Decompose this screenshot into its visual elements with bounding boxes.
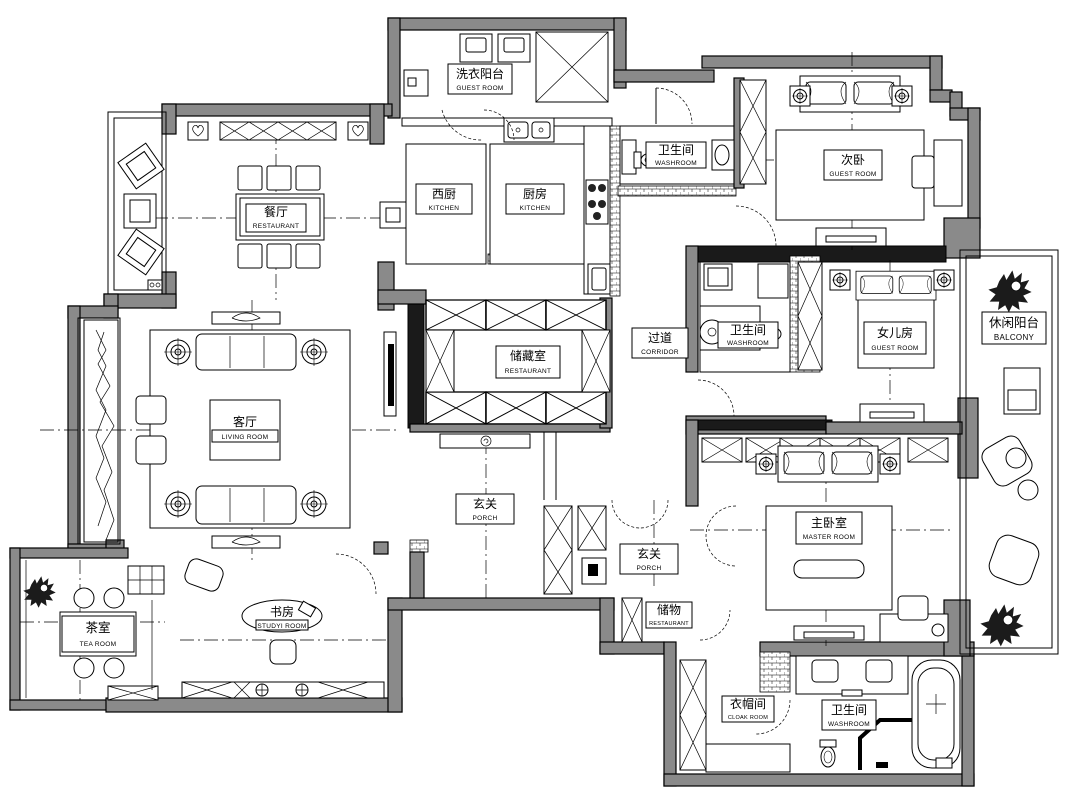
- store-title: 储物: [657, 602, 681, 617]
- wash3-title: 卫生间: [831, 703, 867, 717]
- label-master: 主卧室 MASTER ROOM: [795, 511, 863, 545]
- balcony-title: 休闲阳台: [989, 315, 1039, 330]
- laundry-furniture: [403, 31, 609, 103]
- armchair-icon: [981, 435, 1033, 487]
- balcony-furniture: [980, 264, 1041, 647]
- living-subtitle: LIVING ROOM: [222, 434, 269, 441]
- washroom3-fixtures: [795, 655, 961, 770]
- porch1-subtitle: PORCH: [473, 515, 498, 522]
- study-furniture: [107, 553, 385, 701]
- bedroom2-title: 次卧: [841, 153, 865, 167]
- bedroom2-subtitle: GUEST ROOM: [829, 171, 876, 178]
- porch2-subtitle: PORCH: [637, 565, 662, 572]
- windows: [19, 111, 1059, 700]
- label-storage: 储藏室 RESTAURANT: [495, 345, 561, 379]
- west-kitchen-subtitle: KITCHEN: [429, 205, 460, 212]
- armchair-icon: [988, 534, 1040, 586]
- wash3-subtitle: WASHROOM: [828, 721, 870, 728]
- bathtub-icon: [911, 659, 961, 769]
- label-corridor: 过道 CORRIDOR: [631, 327, 689, 359]
- porch1-furniture: [439, 432, 557, 500]
- laundry-subtitle: GUEST ROOM: [456, 85, 503, 92]
- stove-icon: [585, 179, 609, 225]
- wash1-subtitle: WASHROOM: [655, 160, 697, 167]
- daughter-title: 女儿房: [877, 325, 913, 340]
- label-store: 储物 RESTAURANT: [645, 601, 693, 629]
- kitchen-title: 厨房: [523, 186, 547, 201]
- label-restaurant: 餐厅 RESTAURANT: [245, 203, 307, 233]
- bed-icon: [855, 270, 937, 301]
- toilet-icon: [819, 739, 837, 768]
- plant-icon: [988, 264, 1038, 313]
- balcony-subtitle: BALCONY: [994, 333, 1035, 342]
- storage-subtitle: RESTAURANT: [505, 368, 552, 375]
- tea-title: 茶室: [85, 620, 110, 635]
- plant-icon: [23, 571, 61, 609]
- bed-icon: [799, 75, 901, 113]
- storage-cabinets: [425, 299, 611, 425]
- corridor-subtitle: CORRIDOR: [641, 349, 679, 356]
- laundry-title: 洗衣阳台: [456, 66, 504, 81]
- heart-icon: [192, 124, 204, 137]
- heart-icon: [352, 124, 364, 137]
- porch1-title: 玄关: [473, 496, 497, 511]
- store-furniture: [621, 597, 731, 643]
- armchair-icon: [269, 639, 297, 665]
- plant-icon: [980, 598, 1030, 647]
- restaurant-title: 餐厅: [264, 204, 288, 219]
- label-wash2: 卫生间 WASHROOM: [717, 321, 779, 349]
- study-subtitle: STUDYI ROOM: [257, 623, 306, 630]
- washroom1-fixtures: [619, 87, 735, 185]
- label-kitchen: 厨房 KITCHEN: [505, 183, 565, 215]
- label-cloak: 衣帽间 CLOAK ROOM: [721, 695, 775, 723]
- label-porch1: 玄关 PORCH: [455, 493, 515, 525]
- master-subtitle: MASTER ROOM: [803, 534, 855, 541]
- study-title: 书房: [270, 604, 294, 619]
- sink-icon: [503, 117, 555, 143]
- armchair-icon: [184, 558, 224, 592]
- living-title: 客厅: [233, 414, 257, 429]
- porch2-title: 玄关: [637, 546, 661, 561]
- label-laundry: 洗衣阳台 GUEST ROOM: [447, 63, 513, 95]
- armchair-icon: [117, 228, 165, 276]
- kitchen-subtitle: KITCHEN: [520, 205, 551, 212]
- porch2-furniture: [543, 499, 669, 595]
- label-study: 书房 STUDYI ROOM: [255, 604, 309, 631]
- wash2-title: 卫生间: [730, 323, 766, 337]
- cloak-subtitle: CLOAK ROOM: [728, 715, 768, 721]
- master-title: 主卧室: [811, 515, 847, 530]
- label-wash1: 卫生间 WASHROOM: [645, 141, 707, 169]
- label-wash3: 卫生间 WASHROOM: [821, 699, 877, 731]
- label-porch2: 玄关 PORCH: [619, 543, 679, 575]
- room-labels: 洗衣阳台 GUEST ROOM 卫生间 WASHROOM 次卧 GUEST RO…: [61, 63, 1047, 731]
- armchair-icon: [117, 142, 165, 190]
- cloak-title: 衣帽间: [730, 696, 766, 711]
- label-daughter: 女儿房 GUEST ROOM: [863, 321, 927, 355]
- bedroom2-furniture: [735, 75, 963, 247]
- wash1-title: 卫生间: [658, 143, 694, 157]
- label-tea: 茶室 TEA ROOM: [61, 615, 135, 653]
- exterior-walls: [9, 17, 981, 787]
- corridor-title: 过道: [648, 331, 672, 345]
- master-room-furniture: [701, 437, 949, 643]
- daughter-subtitle: GUEST ROOM: [871, 345, 918, 352]
- bed-icon: [777, 445, 879, 483]
- storage-title: 储藏室: [510, 348, 546, 363]
- dining-furniture: [117, 121, 369, 291]
- wash2-subtitle: WASHROOM: [727, 340, 769, 347]
- store-subtitle: RESTAURANT: [649, 621, 689, 627]
- tea-subtitle: TEA ROOM: [80, 641, 117, 648]
- kitchen-furniture: [379, 109, 613, 295]
- label-bedroom2: 次卧 GUEST ROOM: [823, 149, 883, 181]
- label-west-kitchen: 西厨 KITCHEN: [415, 183, 473, 215]
- restaurant-subtitle: RESTAURANT: [253, 223, 300, 230]
- cloak-room-furniture: [679, 659, 791, 773]
- label-living: 客厅 LIVING ROOM: [209, 399, 281, 461]
- west-kitchen-title: 西厨: [432, 187, 456, 201]
- label-balcony: 休闲阳台 BALCONY: [981, 311, 1047, 345]
